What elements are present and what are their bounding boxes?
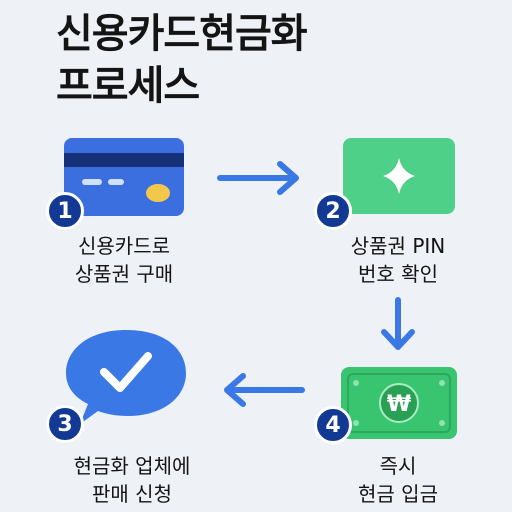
page-title-line-2: 프로세스 [56,63,200,109]
step-2-caption: 상품권 PIN 번호 확인 [351,232,445,288]
step-1-caption-line-2: 상품권 구매 [74,262,174,286]
chat-check-icon [66,330,186,424]
step-4-caption-line-1: 즉시 [379,454,417,478]
step-4-caption-line-2: 현금 입금 [358,482,438,506]
step-3-badge: 3 [46,405,84,443]
won-symbol: ₩ [387,392,411,417]
step-2-caption-line-1: 상품권 PIN [350,234,446,258]
step-1-badge: 1 [46,192,84,230]
won-banknote-icon: ₩ [341,367,457,439]
step-2-badge: 2 [314,192,352,230]
sparkle-voucher-icon [343,138,455,214]
arrow-left-icon [224,373,305,407]
page-title-line-1: 신용카드현금화 [56,11,308,57]
step-2-caption-line-2: 번호 확인 [358,262,438,286]
step-3-caption-line-2: 판매 신청 [92,482,172,506]
step-4-badge: 4 [314,406,352,444]
step-4-caption: 즉시 현금 입금 [358,452,438,508]
step-3-caption-line-1: 현금화 업체에 [73,454,191,478]
credit-card-icon [64,138,184,216]
step-3-caption: 현금화 업체에 판매 신청 [74,452,191,508]
step-1-caption-line-1: 신용카드로 [77,234,170,258]
step-1-caption: 신용카드로 상품권 구매 [75,232,173,288]
arrow-right-icon [217,161,299,195]
arrow-down-icon [381,297,415,350]
